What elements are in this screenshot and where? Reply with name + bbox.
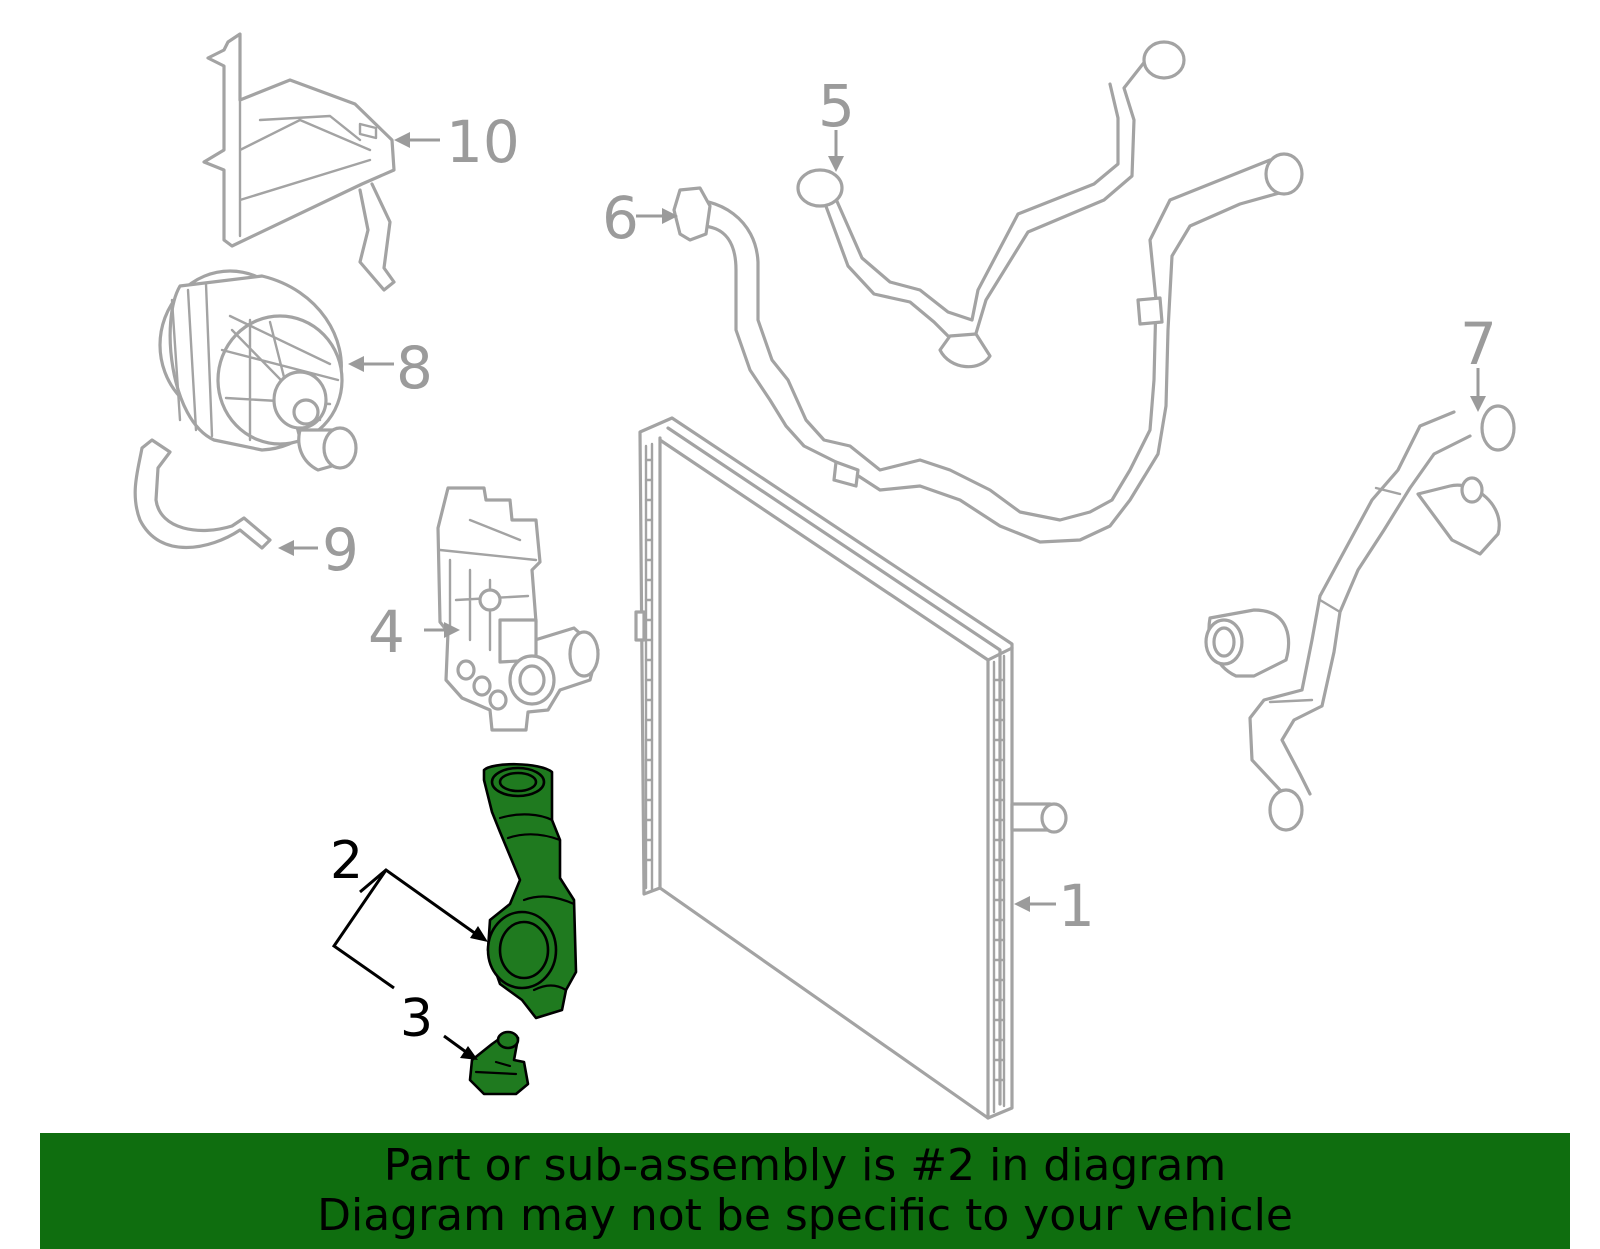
callout-label-5: 5 xyxy=(818,72,855,140)
callout-label-3: 3 xyxy=(400,989,433,1049)
part-9-wire xyxy=(133,438,272,550)
part-4-valve xyxy=(436,486,600,732)
callout-label-10: 10 xyxy=(446,108,520,176)
part-5-6-hoses xyxy=(672,40,1304,544)
callout-label-8: 8 xyxy=(396,334,433,402)
callout-label-1: 1 xyxy=(1058,872,1095,940)
callout-label-9: 9 xyxy=(322,516,359,584)
part-10-bracket xyxy=(202,32,396,292)
part-8-pump xyxy=(158,269,358,472)
part-2-hose-highlighted xyxy=(482,762,578,1020)
info-banner: Part or sub-assembly is #2 in diagram Di… xyxy=(40,1133,1570,1249)
callout-arrows xyxy=(278,130,1486,912)
callout-label-4: 4 xyxy=(368,598,405,666)
callout-label-7: 7 xyxy=(1460,310,1497,378)
callout-leaders-2-3 xyxy=(331,868,488,1060)
part-7-hose xyxy=(1204,404,1516,832)
part-1-radiator xyxy=(634,416,1068,1120)
callout-label-2: 2 xyxy=(330,831,363,891)
callout-label-6: 6 xyxy=(602,184,639,252)
banner-line-1: Part or sub-assembly is #2 in diagram xyxy=(383,1140,1227,1191)
banner-line-2: Diagram may not be specific to your vehi… xyxy=(317,1190,1293,1241)
part-3-sensor-highlighted xyxy=(468,1030,530,1096)
